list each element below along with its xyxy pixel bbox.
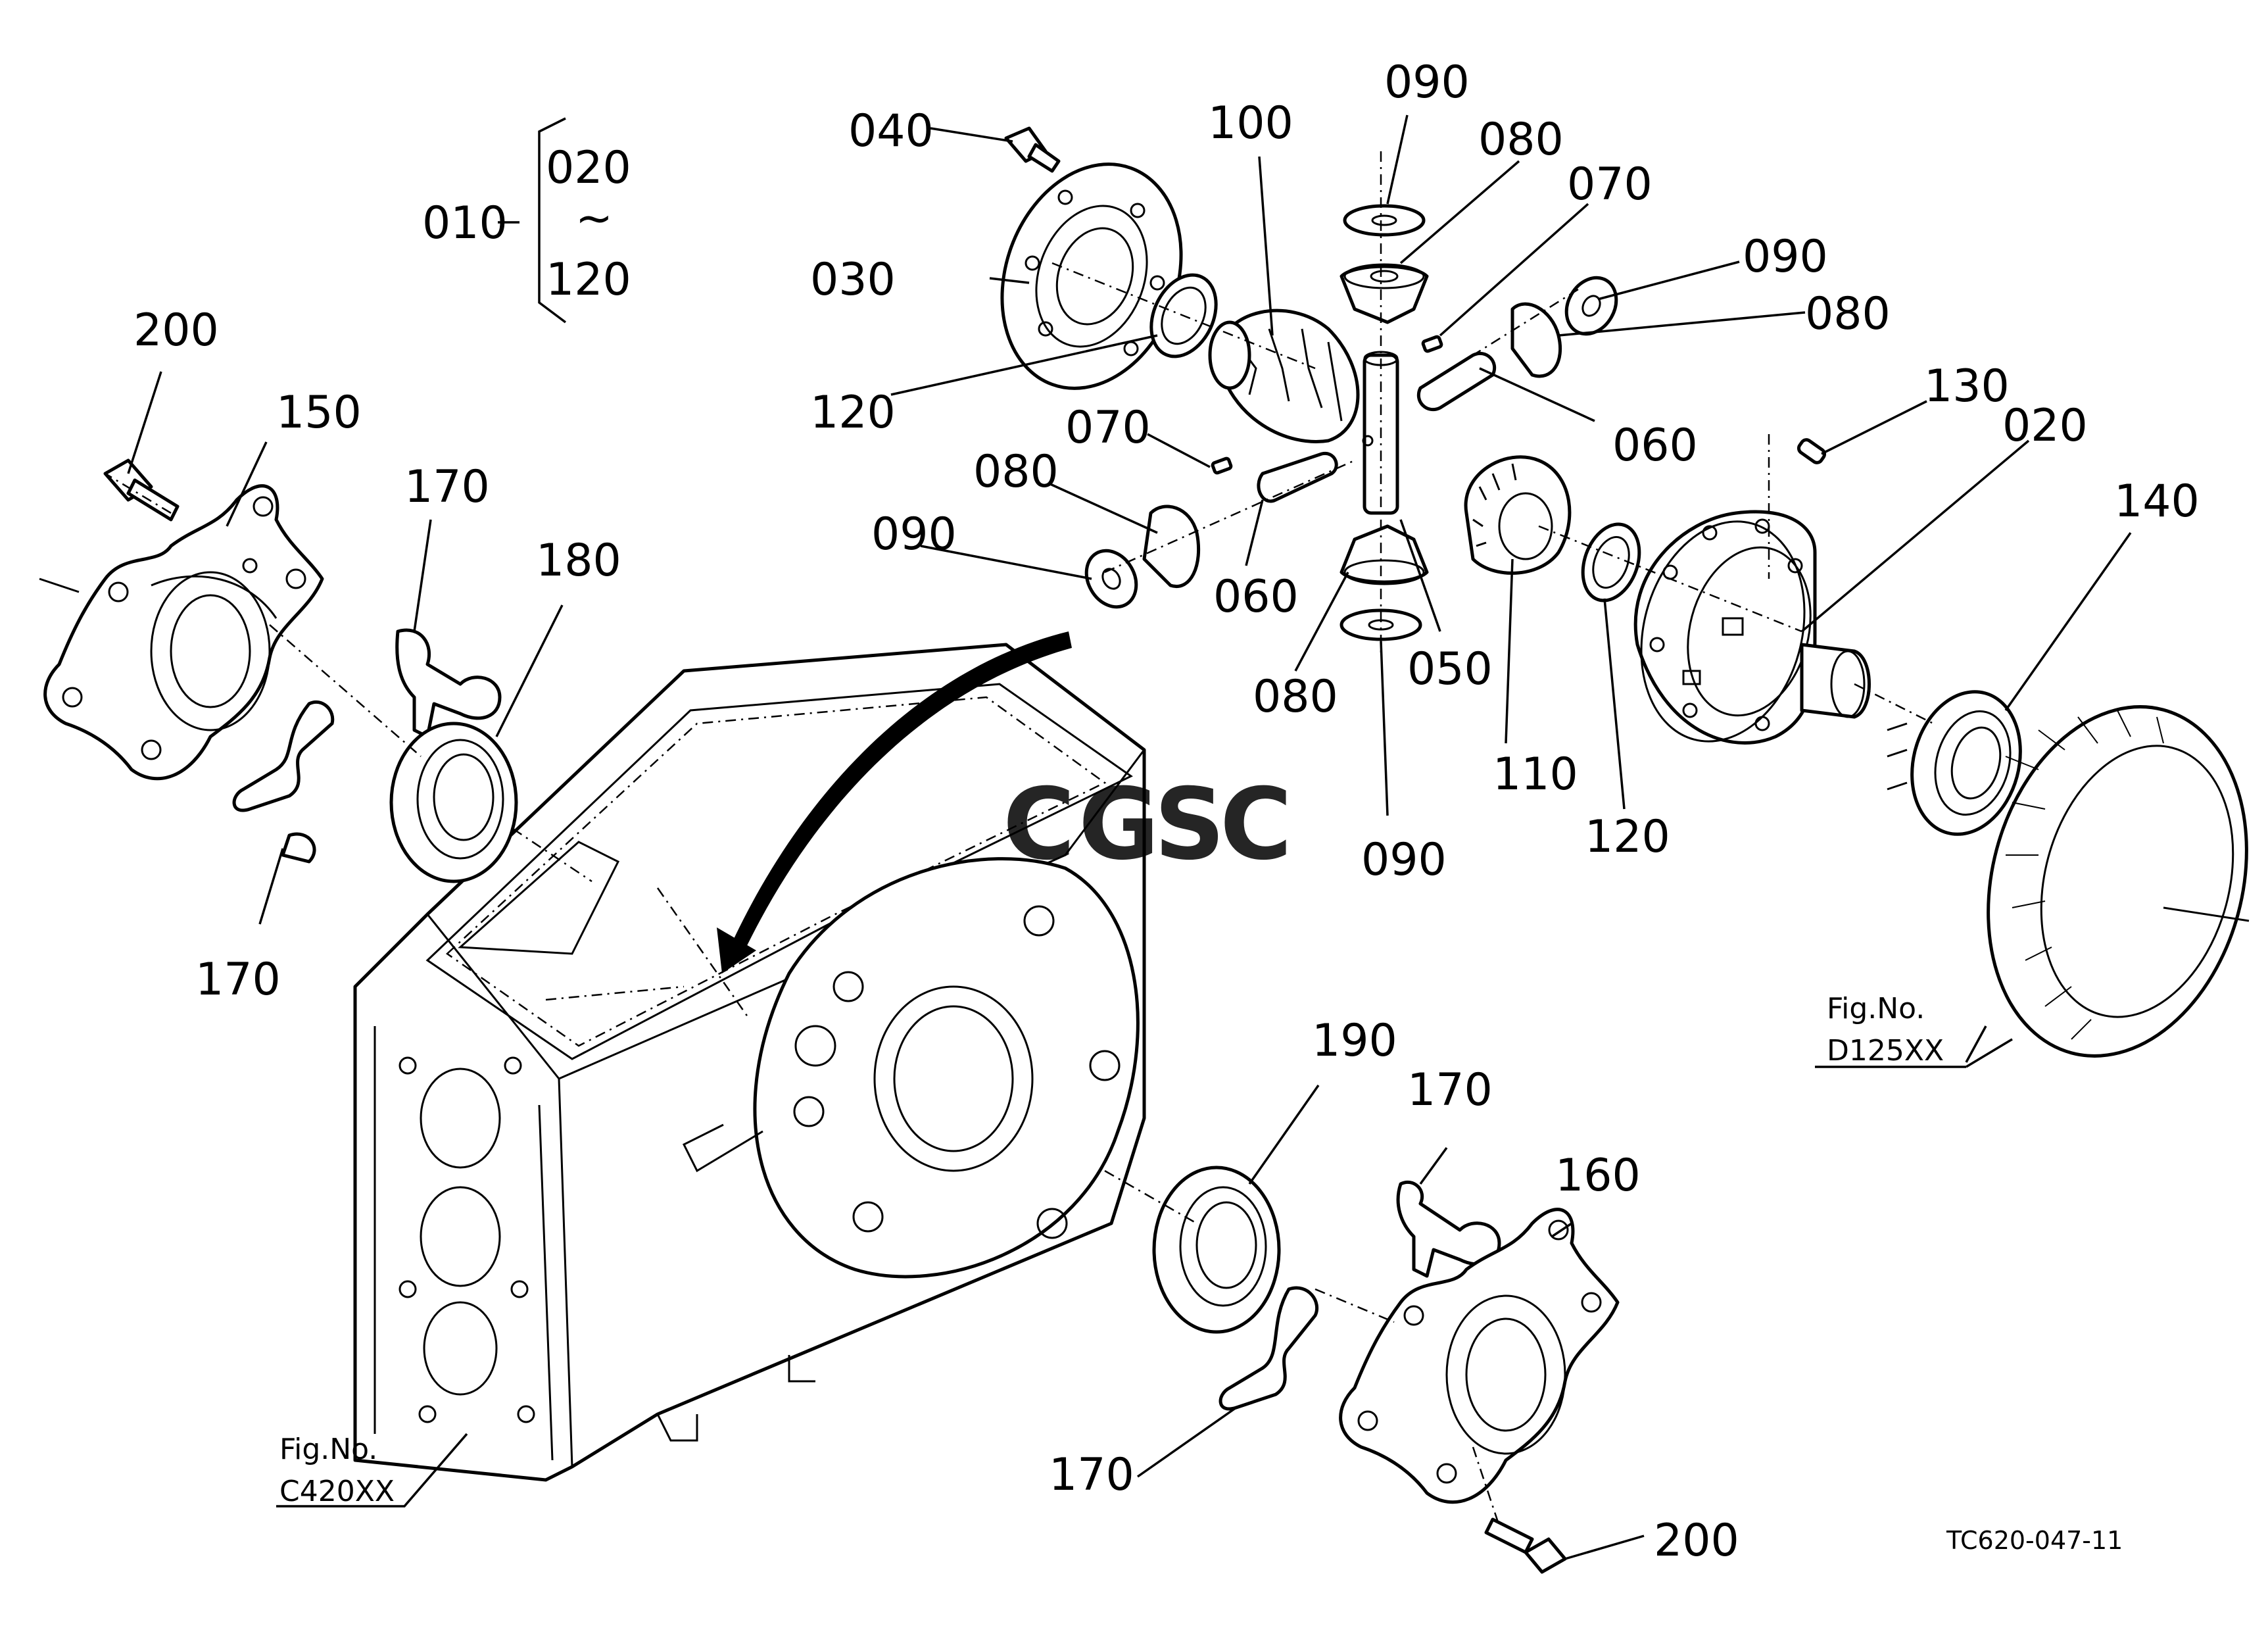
fig-ref-c420-code: C420XX <box>279 1475 395 1508</box>
label-090-left: 090 <box>871 508 957 560</box>
label-020: 020 <box>2002 400 2088 452</box>
figure-reference-d125: Fig.No. D125XX <box>1827 992 1944 1068</box>
label-050: 050 <box>1407 643 1493 695</box>
lock-plate-170-upper <box>395 628 502 739</box>
label-170-upper-left: 170 <box>404 461 490 513</box>
label-060-left: 060 <box>1213 571 1299 623</box>
label-180: 180 <box>536 535 621 587</box>
pin-060-right <box>1416 351 1497 412</box>
bolt-200-right <box>1484 1517 1567 1574</box>
label-090-bottom: 090 <box>1361 834 1447 886</box>
label-190: 190 <box>1312 1015 1397 1067</box>
label-200-right: 200 <box>1654 1515 1739 1567</box>
transmission-case <box>353 643 1146 1482</box>
bearing-140 <box>1887 690 2022 836</box>
label-070-top: 070 <box>1567 159 1653 210</box>
label-120-range-end: 120 <box>546 254 631 306</box>
figure-reference-c420: Fig.No. C420XX <box>279 1433 395 1508</box>
side-gear-110 <box>1464 455 1572 575</box>
leader-lines <box>127 114 2132 1560</box>
label-020-range-start: 020 <box>546 142 631 194</box>
label-150: 150 <box>276 387 362 439</box>
assembly-centerlines <box>105 151 1934 1527</box>
fig-ref-d125-prefix: Fig.No. <box>1827 992 1925 1025</box>
drawing-code: TC620-047-11 <box>1946 1526 2123 1555</box>
label-range-tilde: ~ <box>575 193 613 245</box>
pinion-gear-080-top <box>1339 263 1429 324</box>
pin-060-left <box>1257 451 1338 503</box>
svg-text:G: G <box>1078 768 1159 882</box>
part-labels: 010 020 ~ 120 040 030 120 100 090 080 07… <box>133 57 2200 1567</box>
bearing-holder-150 <box>39 484 324 781</box>
flange-030 <box>1000 162 1183 390</box>
label-090-right: 090 <box>1743 231 1828 283</box>
pin-130 <box>1797 438 1827 464</box>
lock-plate-170-lower <box>232 700 335 864</box>
washer-090-left <box>1084 549 1138 609</box>
label-170-lower-left: 170 <box>195 954 281 1006</box>
label-080-left: 080 <box>973 446 1059 498</box>
label-200-left: 200 <box>133 305 219 356</box>
pinion-gear-080-left <box>1142 504 1201 588</box>
bolt-040 <box>1004 126 1061 173</box>
label-060-right: 060 <box>1612 420 1698 472</box>
ring-gear-d125 <box>1987 705 2250 1058</box>
label-010: 010 <box>422 197 508 249</box>
key-070-lower <box>1211 456 1233 475</box>
svg-text:C: C <box>1220 768 1292 882</box>
label-080-bottom: 080 <box>1253 671 1338 723</box>
key-070-upper <box>1421 335 1443 353</box>
label-080-right: 080 <box>1805 288 1891 340</box>
differential-case-020 <box>1633 510 1871 745</box>
label-110: 110 <box>1493 749 1578 800</box>
label-070-left: 070 <box>1065 402 1151 454</box>
label-090-top: 090 <box>1384 57 1470 109</box>
label-100: 100 <box>1208 97 1293 149</box>
label-140: 140 <box>2114 476 2200 528</box>
pinion-gear-080-bottom <box>1339 524 1429 585</box>
label-040: 040 <box>848 105 934 157</box>
label-030: 030 <box>810 254 896 306</box>
svg-text:S: S <box>1154 768 1225 882</box>
bearing-180 <box>389 722 518 883</box>
assembly-arrow <box>717 631 1072 973</box>
fig-ref-d125-code: D125XX <box>1827 1034 1944 1068</box>
label-120-lower: 120 <box>1585 811 1670 863</box>
bevel-gear-100 <box>1208 308 1360 443</box>
shim-120-right <box>1581 522 1641 602</box>
label-120-upper: 120 <box>810 387 896 439</box>
label-080-top: 080 <box>1478 114 1564 166</box>
label-160: 160 <box>1555 1150 1641 1202</box>
fig-ref-c420-prefix: Fig.No. <box>279 1433 377 1466</box>
cgsc-watermark-logo: C G S C <box>1003 768 1292 882</box>
bearing-holder-160 <box>1339 1208 1620 1504</box>
svg-text:C: C <box>1003 768 1075 882</box>
label-170-lower-right: 170 <box>1049 1449 1134 1501</box>
label-130: 130 <box>1924 360 2010 412</box>
bearing-190 <box>1152 1166 1281 1334</box>
washer-090-top <box>1343 204 1426 237</box>
label-170-upper-right: 170 <box>1407 1064 1493 1116</box>
